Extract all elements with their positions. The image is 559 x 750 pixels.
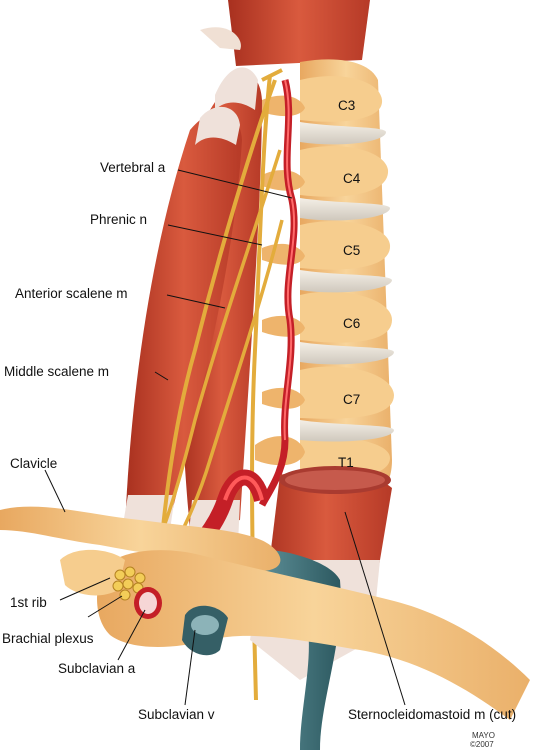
- label-subclavian-vein: Subclavian v: [138, 707, 215, 722]
- vertebral-artery: [258, 79, 298, 507]
- leader-lines: [44, 169, 406, 706]
- subclavian-artery-cut: [134, 587, 162, 619]
- vertebra-label-c4: C4: [343, 171, 361, 186]
- clavicle-and-first-rib: [0, 506, 531, 720]
- label-vertebral-artery: Vertebral a: [100, 160, 166, 175]
- vertebra-label-c6: C6: [343, 316, 360, 331]
- label-middle-scalene: Middle scalene m: [4, 364, 109, 379]
- vertebra-label-t1: T1: [338, 455, 354, 470]
- label-subclavian-artery: Subclavian a: [58, 661, 136, 676]
- label-sternocleidomastoid: Sternocleidomastoid m (cut): [348, 707, 516, 722]
- brachial-plexus: [112, 566, 146, 601]
- label-first-rib: 1st rib: [10, 595, 47, 610]
- vertebral-column: [255, 59, 394, 507]
- credit-mayo: MAYO: [472, 731, 495, 740]
- credit-year: ©2007: [470, 740, 494, 749]
- label-clavicle: Clavicle: [10, 456, 57, 471]
- subclavian-vein-cut: [182, 605, 228, 656]
- vertebra-label-c3: C3: [338, 98, 355, 113]
- label-phrenic-nerve: Phrenic n: [90, 212, 147, 227]
- upper-muscle-fragment: [200, 0, 370, 66]
- label-brachial-plexus: Brachial plexus: [2, 631, 94, 646]
- vertebra-label-c5: C5: [343, 243, 360, 258]
- label-anterior-scalene: Anterior scalene m: [15, 286, 128, 301]
- vertebra-label-c7: C7: [343, 392, 360, 407]
